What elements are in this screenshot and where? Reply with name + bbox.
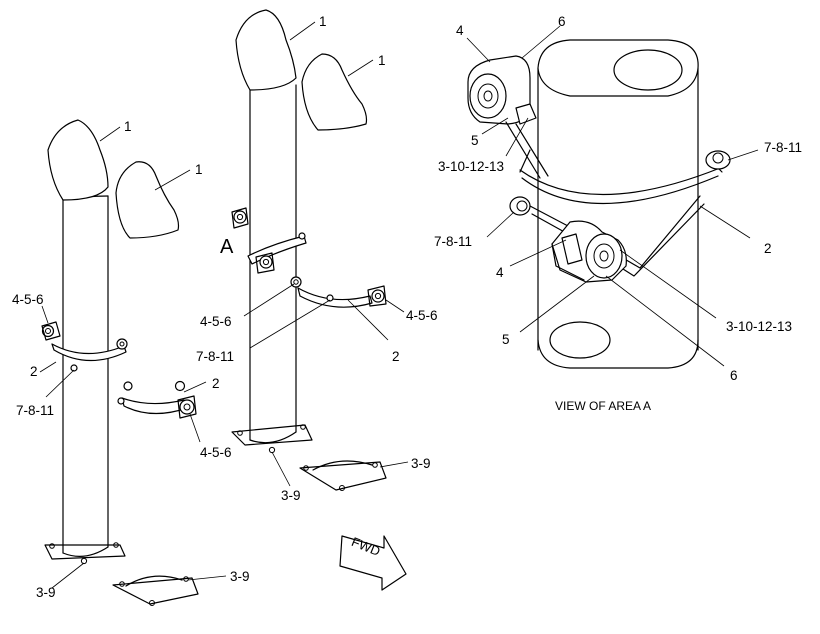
label-detail-part-4-bottom: 4 [496,265,504,280]
loose-base-plate-bottom [112,575,199,606]
label-part-4-5-6-middle-right: 4-5-6 [406,308,438,323]
loose-base-plate-middle [299,460,387,491]
label-part-4-5-6-loose: 4-5-6 [200,445,232,460]
left-exhaust-stack [41,119,128,565]
label-part-1-middle-cap: 1 [378,53,386,68]
label-part-7-8-11-middle: 7-8-11 [196,349,234,364]
detail-caption: VIEW OF AREA A [555,399,651,413]
label-part-3-9-loose-bottom: 3-9 [230,569,250,584]
label-detail-part-6-bottom: 6 [730,368,738,383]
leader-lines [39,21,759,589]
label-area-a: A [220,236,234,258]
label-detail-part-5-bottom: 5 [502,332,510,347]
label-detail-part-3-10-12-13-top: 3-10-12-13 [438,159,504,174]
label-part-2-middle: 2 [392,349,400,364]
area-a-detail-view [467,39,731,369]
rain-cap-loose-middle [301,53,368,131]
label-part-4-5-6-middle: 4-5-6 [200,314,232,329]
middle-exhaust-stack [231,9,387,454]
rain-cap-loose-left [115,161,180,239]
label-part-2-left: 2 [30,364,38,379]
label-detail-part-2: 2 [764,241,772,256]
label-part-3-9-middle: 3-9 [281,488,301,503]
label-detail-part-4-top: 4 [456,23,464,38]
label-detail-part-6-top: 6 [558,14,566,29]
label-detail-part-7-8-11-right: 7-8-11 [764,140,802,155]
label-part-3-9-loose-middle: 3-9 [411,456,431,471]
label-part-1-left-cap: 1 [195,162,203,177]
label-part-7-8-11-left: 7-8-11 [16,403,54,418]
label-detail-part-7-8-11-left: 7-8-11 [434,234,472,249]
label-part-1-left: 1 [124,119,132,134]
label-detail-part-3-10-12-13-bottom: 3-10-12-13 [726,319,792,334]
label-detail-part-5-top: 5 [471,133,479,148]
label-part-2-loose: 2 [212,376,220,391]
label-part-4-5-6-left: 4-5-6 [12,292,44,307]
loose-clamp [117,380,197,419]
callout-labels: 1 1 1 1 4-5-6 2 7-8-11 2 4-5-6 A 4-5-6 7… [12,14,802,600]
label-part-3-9-left: 3-9 [36,585,56,600]
fwd-arrow: FWD [339,534,407,591]
label-part-1-middle: 1 [319,14,327,29]
